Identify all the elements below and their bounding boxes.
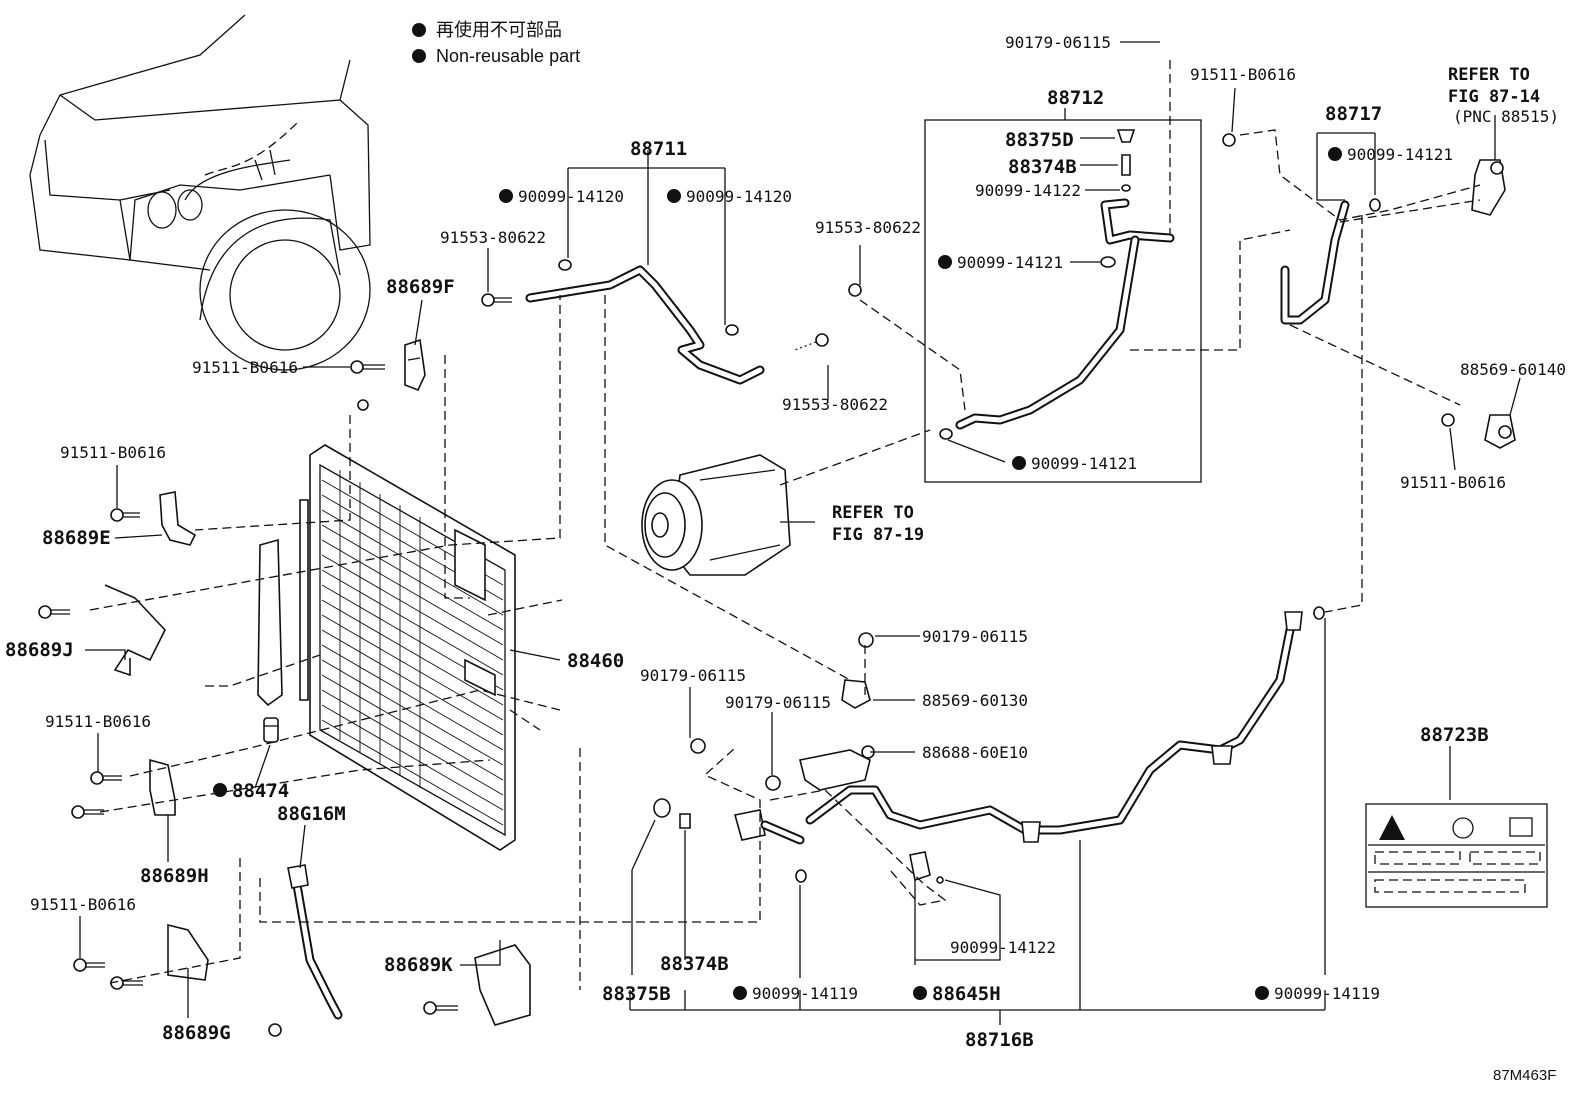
label-88645H: 88645H [932, 983, 1001, 1005]
liquid-tube-88716B [653, 606, 1325, 883]
label-91553-80622: 91553-80622 [440, 228, 546, 247]
ref-fig-87-14-line2: FIG 87-14 [1448, 87, 1540, 107]
label-88375D: 88375D [1005, 129, 1074, 151]
nut-icon [357, 399, 369, 411]
dashed-connection-lines [89, 60, 1481, 990]
label-90179-06115: 90179-06115 [1005, 33, 1111, 52]
non-reusable-dot-icon [213, 783, 227, 797]
label-90099-14119: 90099-14119 [752, 984, 858, 1003]
label-90099-14120: 90099-14120 [518, 187, 624, 206]
bracket-88689H [149, 758, 176, 816]
label-88689F: 88689F [386, 276, 455, 298]
bracket-88689J [104, 584, 166, 677]
label-90179-06115: 90179-06115 [922, 627, 1028, 646]
bracket-88689E [159, 491, 197, 546]
clamp-88569-60130 [690, 632, 874, 754]
non-reusable-dot-icon [938, 255, 952, 269]
label-88689J: 88689J [5, 639, 74, 661]
label-90179-06115: 90179-06115 [640, 666, 746, 685]
bolt-91553-80622 [794, 283, 862, 351]
bolt-91511-b0616 [110, 508, 140, 522]
bracket-88689F [404, 338, 426, 392]
label-90099-14120: 90099-14120 [686, 187, 792, 206]
pressure-switch-88645H [909, 851, 944, 884]
label-91511-B0616: 91511-B0616 [1400, 473, 1506, 492]
label-90099-14121: 90099-14121 [1031, 454, 1137, 473]
bolt-91511-b0616 [350, 360, 385, 374]
figure-code: 87M463F [1493, 1067, 1556, 1084]
label-90099-14122: 90099-14122 [950, 938, 1056, 957]
bolt-91511-b0616 [71, 771, 122, 819]
non-reusable-dot-icon [499, 189, 513, 203]
leader-lines [79, 41, 1521, 1025]
flammable-icon [1452, 817, 1474, 839]
label-88375B: 88375B [602, 983, 671, 1005]
condenser-88460 [309, 444, 516, 851]
label-91511-B0616: 91511-B0616 [60, 443, 166, 462]
non-reusable-dot-icon [913, 986, 927, 1000]
warning-label-88723B [1365, 803, 1548, 908]
tube-88G16M [268, 864, 343, 1037]
label-91553-80622: 91553-80622 [782, 395, 888, 414]
label-88460: 88460 [567, 650, 624, 672]
label-90099-14121: 90099-14121 [1347, 145, 1453, 164]
label-88711: 88711 [630, 138, 687, 160]
bolt-91511-b0616 [73, 958, 143, 990]
label-88374B: 88374B [1008, 156, 1077, 178]
label-88569-60140: 88569-60140 [1460, 360, 1566, 379]
suction-hose-88712-box [924, 119, 1202, 483]
non-reusable-dot-icon [1255, 986, 1269, 1000]
manual-icon [1509, 817, 1533, 837]
bolt [38, 605, 70, 619]
non-reusable-dot-icon [412, 49, 426, 63]
part-labels: 88711 90099-14120 90099-14120 91553-8062… [5, 33, 1566, 1084]
hose-88717 [1222, 133, 1506, 325]
label-91511-B0616: 91511-B0616 [30, 895, 136, 914]
label-88689K: 88689K [384, 954, 453, 976]
label-88569-60130: 88569-60130 [922, 691, 1028, 710]
non-reusable-dot-icon [412, 23, 426, 37]
ref-fig-87-14-line1: REFER TO [1448, 65, 1530, 85]
label-90099-14121: 90099-14121 [957, 253, 1063, 272]
label-88374B: 88374B [660, 953, 729, 975]
non-reusable-dot-icon [667, 189, 681, 203]
vehicle-front-sketch [29, 14, 371, 371]
label-88689E: 88689E [42, 527, 111, 549]
label-88688-60E10: 88688-60E10 [922, 743, 1028, 762]
label-91553-80622: 91553-80622 [815, 218, 921, 237]
legend-en: Non-reusable part [436, 46, 580, 66]
clamp-88569-60140 [1441, 413, 1516, 449]
label-90099-14119: 90099-14119 [1274, 984, 1380, 1003]
ref-fig-87-14-line3: (PNC 88515) [1453, 107, 1559, 126]
legend: 再使用不可部品 Non-reusable part [412, 20, 580, 66]
label-91511-B0616: 91511-B0616 [45, 712, 151, 731]
legend-jp: 再使用不可部品 [436, 20, 562, 40]
non-reusable-dot-icon [733, 986, 747, 1000]
warning-triangle-icon [1379, 815, 1405, 840]
label-90179-06115: 90179-06115 [725, 693, 831, 712]
label-88723B: 88723B [1420, 724, 1489, 746]
label-88717: 88717 [1325, 103, 1382, 125]
ref-fig-87-19-line1: REFER TO [832, 503, 914, 523]
label-88689H: 88689H [140, 865, 209, 887]
compressor [641, 454, 791, 576]
label-88712: 88712 [1047, 87, 1104, 109]
label-91511-B0616: 91511-B0616 [192, 358, 298, 377]
bracket-88688-60E10 [765, 745, 875, 791]
condenser-fins [321, 470, 504, 826]
label-88716B: 88716B [965, 1029, 1034, 1051]
non-reusable-dot-icon [1328, 147, 1342, 161]
label-88G16M: 88G16M [277, 803, 346, 825]
label-88474: 88474 [232, 780, 289, 802]
ref-fig-87-19-line2: FIG 87-19 [832, 525, 924, 545]
label-90099-14122: 90099-14122 [975, 181, 1081, 200]
non-reusable-dot-icon [1012, 456, 1026, 470]
receiver-88474 [257, 499, 309, 743]
label-91511-B0616: 91511-B0616 [1190, 65, 1296, 84]
label-88689G: 88689G [162, 1022, 231, 1044]
discharge-hose-88711 [481, 259, 765, 385]
